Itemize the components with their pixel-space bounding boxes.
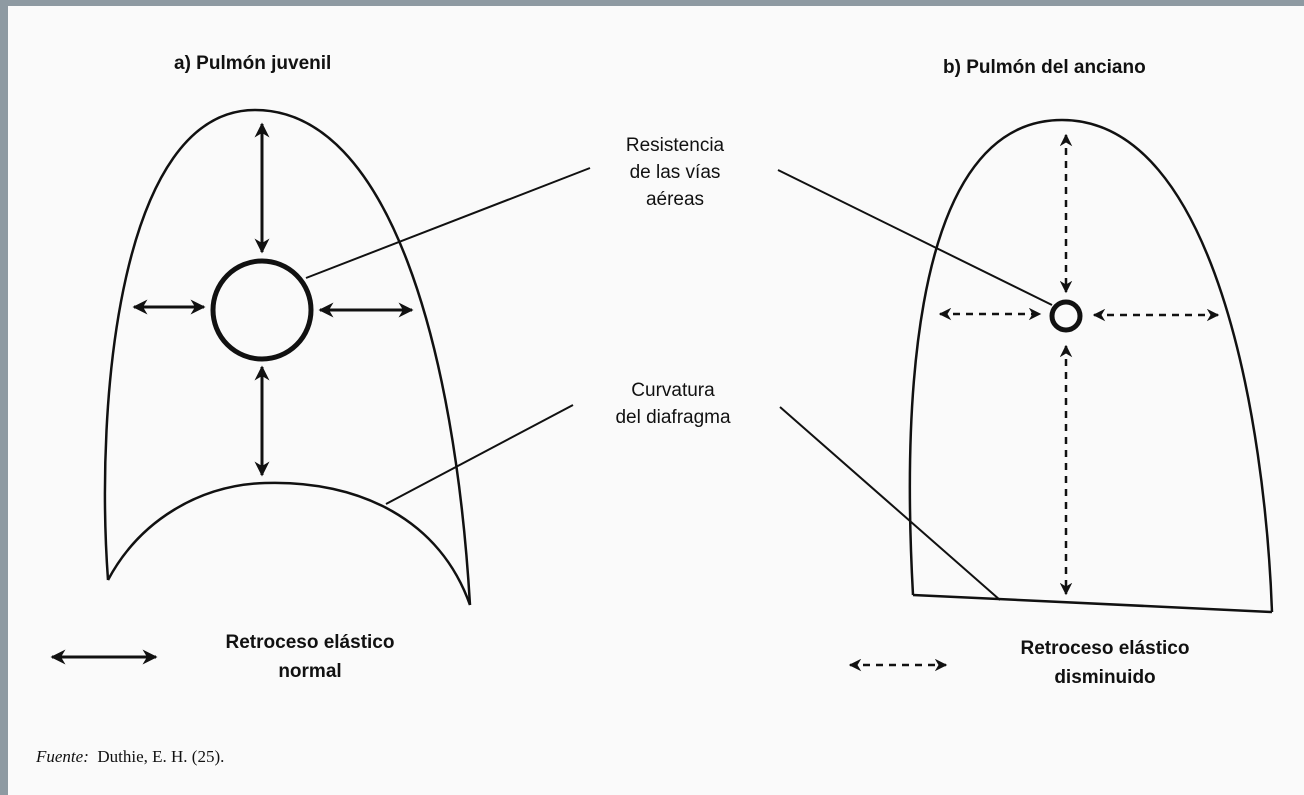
source-text: Duthie, E. H. (25). — [97, 747, 224, 766]
elderly-lung — [910, 120, 1272, 612]
legend-reduced-line-1: Retroceso elástico — [974, 634, 1236, 663]
young-diaphragm-dome — [108, 483, 470, 605]
elderly-flat-diaphragm — [913, 595, 1272, 612]
legend-normal-line-1: Retroceso elástico — [180, 628, 440, 657]
young-lung-outline — [105, 110, 470, 605]
callout-airway-line-3: aéreas — [590, 186, 760, 213]
legend-normal-line-2: normal — [180, 657, 440, 686]
leader-diaphragm-elderly — [780, 407, 1000, 600]
elderly-lung-outline — [910, 120, 1272, 612]
legend-reduced-line-2: disminuido — [974, 663, 1236, 692]
leader-airway-young — [306, 168, 590, 278]
legend-reduced-label: Retroceso elástico disminuido — [974, 634, 1236, 692]
panel-a-title: a) Pulmón juvenil — [174, 53, 331, 75]
source-note: Fuente: Duthie, E. H. (25). — [36, 747, 224, 767]
callout-airway-resistance: Resistencia de las vías aéreas — [590, 132, 760, 213]
callout-airway-line-2: de las vías — [590, 159, 760, 186]
leader-airway-elderly — [778, 170, 1052, 305]
callout-airway-line-1: Resistencia — [590, 132, 760, 159]
callout-diaphragm-line-2: del diafragma — [578, 404, 768, 431]
callout-diaphragm-line-1: Curvatura — [578, 377, 768, 404]
legend-normal-label: Retroceso elástico normal — [180, 628, 440, 686]
young-airway-circle — [213, 261, 311, 359]
leader-diaphragm-young — [386, 405, 573, 504]
elderly-airway-circle — [1052, 302, 1080, 330]
panel-b-title: b) Pulmón del anciano — [943, 57, 1146, 79]
source-label: Fuente: — [36, 747, 89, 766]
young-lung — [105, 110, 470, 605]
callout-diaphragm-curvature: Curvatura del diafragma — [578, 377, 768, 431]
